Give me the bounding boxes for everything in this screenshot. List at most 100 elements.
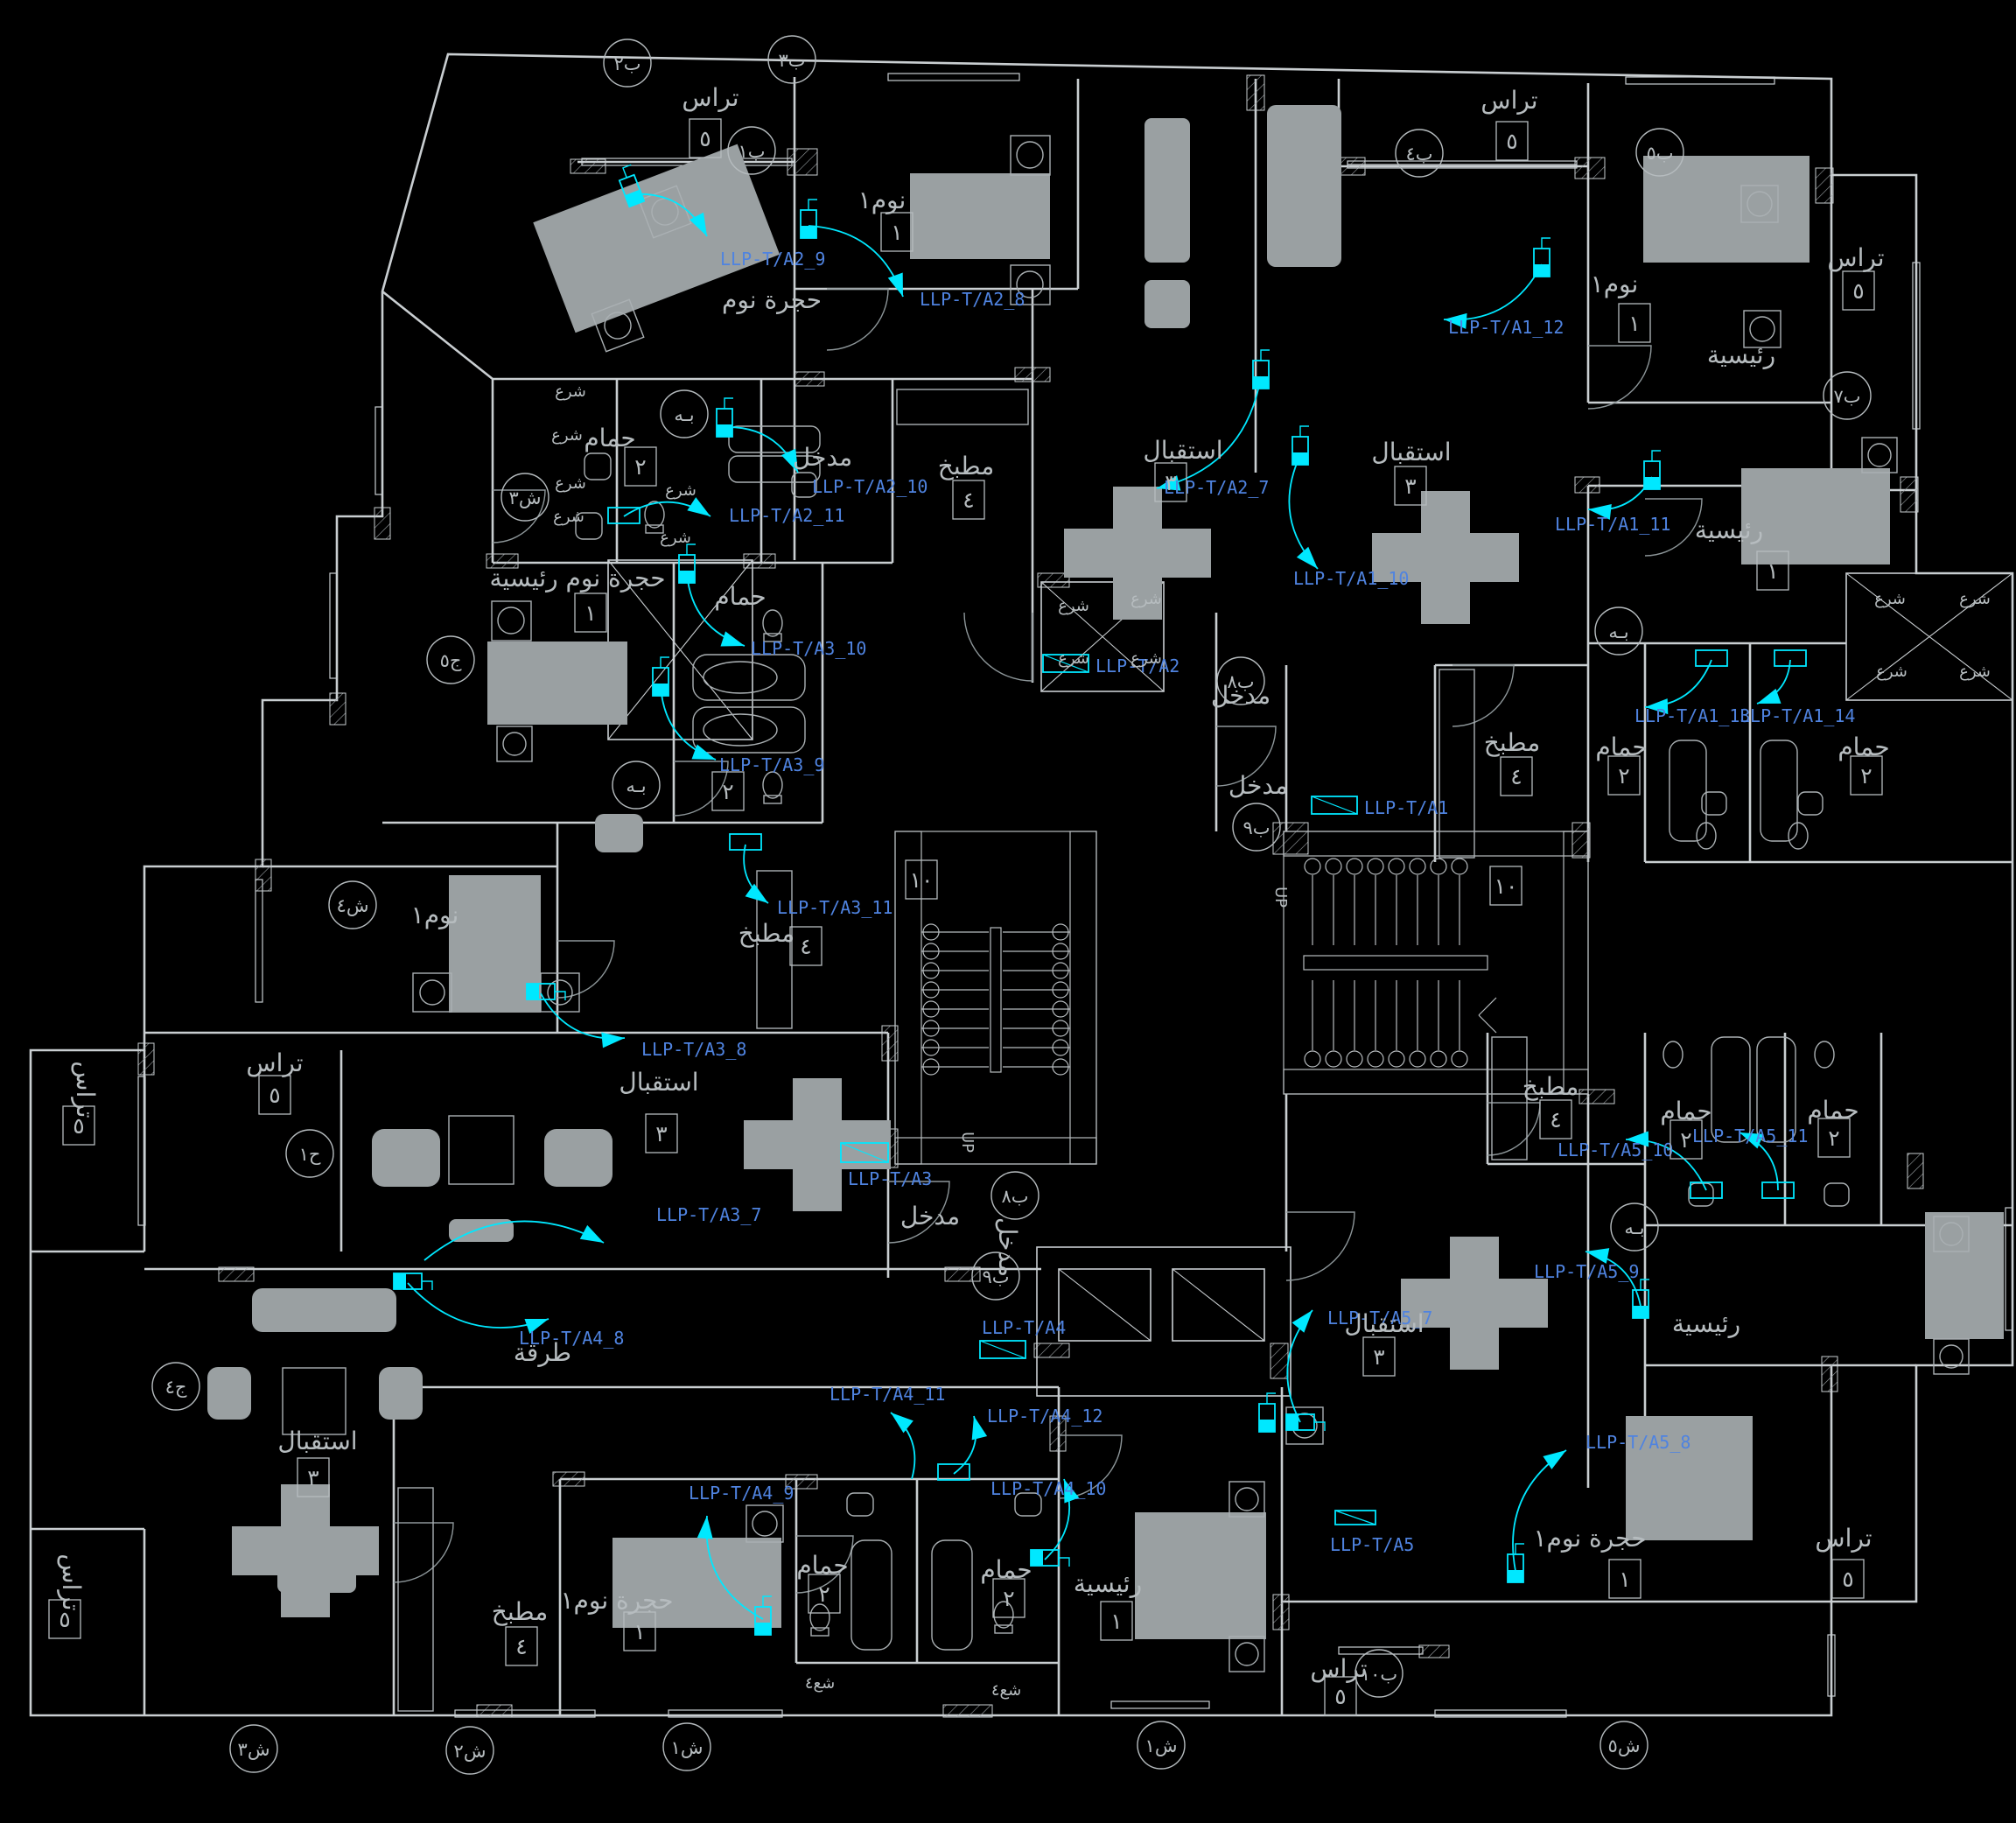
grid-bubble-text: ب١ <box>738 141 765 162</box>
room-name-text: نوم١ <box>411 901 459 929</box>
room-number-box <box>789 926 822 966</box>
room-name-text: استقبال <box>277 1427 357 1455</box>
standalone-number: ١٠ <box>905 859 938 900</box>
panel-box <box>1311 796 1358 815</box>
light-fixture-icon <box>1258 1392 1276 1433</box>
room-name-text: مدخل <box>793 443 852 472</box>
room-number-box <box>1831 1559 1865 1599</box>
room-name-text: تراس <box>1480 86 1537 115</box>
misc-text: شرع <box>1058 649 1089 668</box>
room-number: ١٠ <box>910 867 934 893</box>
circuit-label: LLP-T/A5_9 <box>1534 1261 1639 1282</box>
grid-bubble-circle <box>767 35 816 84</box>
light-fixture-icon <box>1252 349 1270 389</box>
misc-text: شرع <box>1130 649 1162 668</box>
circuit-annotation: LLP-T/A1_13 <box>1634 659 1750 726</box>
room-number: ٥ <box>699 126 710 151</box>
room-name-text: استقبال <box>1344 1309 1424 1338</box>
sink-symbols <box>575 452 1850 1517</box>
room-name-text: استقبال <box>1143 436 1222 465</box>
grid-bubble-text: ش٥ <box>1608 1735 1641 1756</box>
room-number-box <box>48 1599 81 1639</box>
grid-bubble: ب٨ <box>1216 656 1265 705</box>
room-name-text: استقبال <box>1371 438 1451 466</box>
circuit-label: LLP-T/A3_11 <box>777 897 892 918</box>
misc-text: شرع <box>665 481 696 500</box>
grid-bubble-circle <box>1823 371 1872 420</box>
grid-bubble-circle <box>445 1726 494 1775</box>
circuit-annotation: LLP-T/A3_10 <box>686 572 866 659</box>
leader-line <box>1512 1449 1567 1572</box>
room-name-text: مطبخ <box>938 452 995 480</box>
room-number: ٥ <box>59 1607 70 1632</box>
room-number: ٤ <box>962 487 974 513</box>
grid-bubble-circle <box>500 473 550 522</box>
room-name-text: مطبخ <box>492 1597 549 1626</box>
circuit-annotation: LLP-T/A4_9 <box>689 1483 794 1620</box>
windows-layer <box>137 73 2013 1718</box>
grid-bubble: ش٣ <box>229 1724 278 1773</box>
grid-bubble: ش٢ <box>445 1726 494 1775</box>
light-fixture-icon <box>1695 649 1728 667</box>
light-fixture-icon <box>937 1463 970 1481</box>
room-number-box <box>1489 866 1522 906</box>
room-name-text: حجرة نوم١ <box>1533 1524 1646 1553</box>
room-number-box <box>1850 755 1883 796</box>
leader-arrowhead <box>1626 1131 1649 1147</box>
room-number-box <box>1362 1336 1396 1377</box>
room-number: ٥ <box>1334 1684 1346 1709</box>
grid-bubble-circle <box>660 389 709 438</box>
misc-text: شرع <box>660 529 691 547</box>
room-number-box <box>880 212 914 252</box>
grid-bubble: ح١ <box>285 1129 334 1178</box>
room-number-box <box>1670 1119 1703 1160</box>
light-fixture-icon <box>607 507 640 524</box>
grid-bubble: ش٣ <box>500 473 550 522</box>
panel-label: LLP-T/A4 <box>982 1317 1066 1338</box>
room-number: ٢ <box>1003 1586 1014 1611</box>
room-number: ٥ <box>73 1113 84 1139</box>
room-number: ١ <box>1628 311 1640 336</box>
grid-bubble-text: ب٢ <box>613 53 640 74</box>
leader-arrowhead <box>1292 1310 1312 1333</box>
light-fixture-icon <box>618 164 646 208</box>
room-label: مدخل <box>1228 771 1288 800</box>
furniture-layer <box>207 105 2004 1639</box>
circuit-annotation: LLP-T/A4_11 <box>830 1384 945 1480</box>
leader-arrowhead <box>745 883 768 903</box>
grid-bubble-text: ش١ <box>671 1737 704 1758</box>
light-fixture-icon <box>526 983 566 1000</box>
grid-bubble-text: بـه <box>626 775 646 796</box>
room-name-text: حمام <box>796 1551 848 1580</box>
room-number-box <box>1817 1118 1851 1158</box>
circuit-annotation: LLP-T/A4_8 <box>407 1282 624 1349</box>
grid-bubble: ش٤ <box>328 880 377 929</box>
panel-symbol: LLP-T/A5 <box>1330 1510 1414 1555</box>
panel-box <box>1042 654 1089 673</box>
circuit-annotation: LLP-T/A2_8 <box>808 225 1025 310</box>
grid-bubble-circle <box>603 39 652 88</box>
leader-arrowhead <box>1645 698 1669 715</box>
panel-diagonal <box>1311 796 1358 815</box>
light-fixture-icon <box>729 833 762 851</box>
grid-bubble-circle <box>1610 1202 1659 1252</box>
room-name-text: رئيسية <box>1695 515 1763 544</box>
light-fixture-icon <box>1285 1413 1326 1431</box>
room-name-text: مطبخ <box>1484 728 1541 757</box>
misc-text: شرع <box>1874 590 1906 608</box>
grid-bubble-circle <box>229 1724 278 1773</box>
circuit-label: LLP-T/A2_8 <box>920 289 1025 310</box>
panel-box <box>840 1142 889 1163</box>
leader-arrowhead <box>1740 1132 1764 1149</box>
room-name-text: تراس <box>57 1553 86 1610</box>
